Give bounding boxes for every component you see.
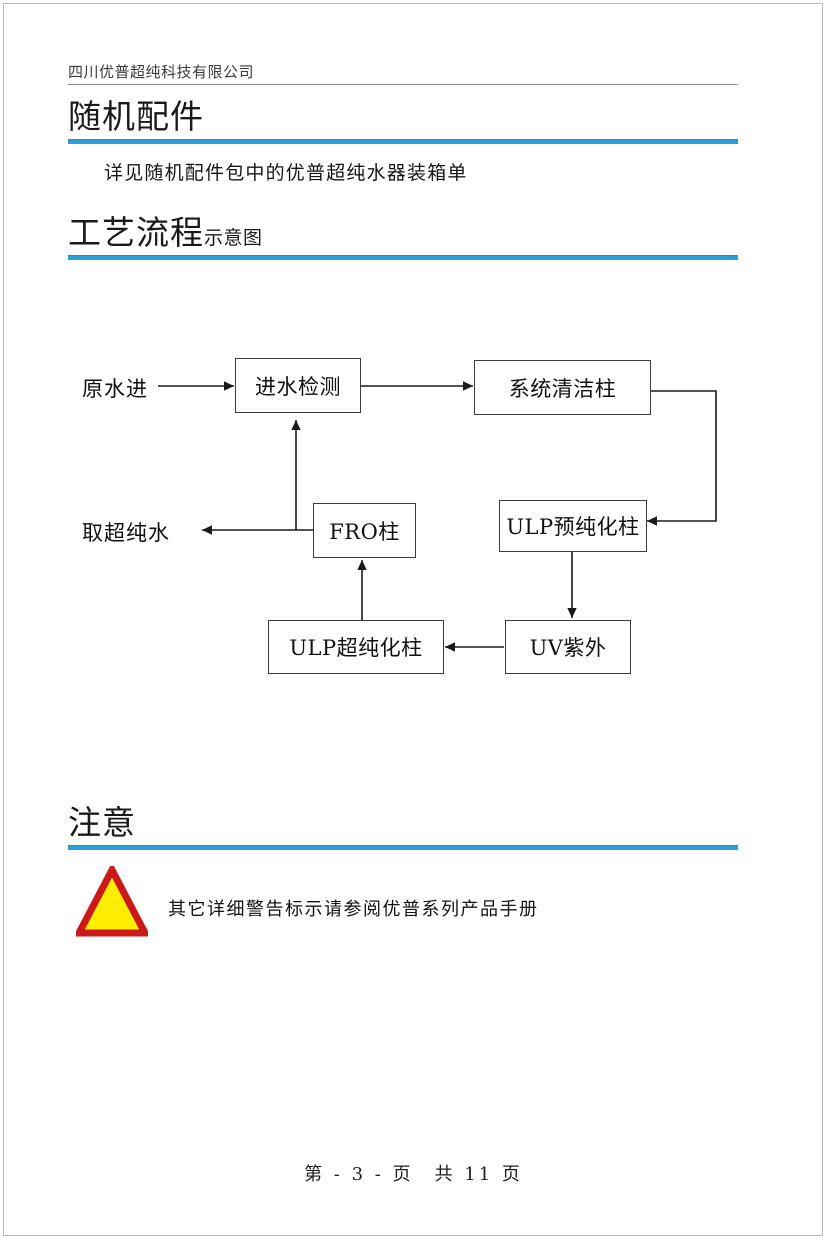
flow-node-fro-column: FRO柱 xyxy=(313,503,416,558)
section-accessories-body: 详见随机配件包中的优普超纯水器装箱单 xyxy=(104,162,468,184)
flow-node-inlet-detection: 进水检测 xyxy=(235,358,361,413)
section-process-flow: 工艺流程示意图 xyxy=(68,216,738,260)
section-process-flow-heading: 工艺流程示意图 xyxy=(68,216,738,249)
section-accessories-heading-main: 随机配件 xyxy=(68,97,204,136)
flow-node-uv-ultraviolet: UV紫外 xyxy=(505,620,631,674)
page-footer: 第 - 3 - 页 共 11 页 xyxy=(304,1164,523,1185)
warning-notice-text: 其它详细警告标示请参阅优普系列产品手册 xyxy=(168,899,539,920)
section-notice-heading: 注意 xyxy=(68,806,738,839)
warning-triangle-icon xyxy=(76,866,148,937)
flow-node-ulp-pre-purification-column: ULP预纯化柱 xyxy=(499,500,647,552)
section-notice-heading-main: 注意 xyxy=(68,803,136,842)
section-accessories-heading: 随机配件 xyxy=(68,100,738,133)
section-notice-thin-rule xyxy=(68,845,738,846)
section-process-flow-thin-rule xyxy=(68,255,738,256)
section-accessories: 随机配件 xyxy=(68,100,738,144)
flow-node-raw-water-in: 原水进 xyxy=(82,377,148,401)
section-process-flow-blue-rule xyxy=(68,256,738,260)
header-rule xyxy=(68,84,738,85)
document-header: 四川优普超纯科技有限公司 xyxy=(68,62,738,85)
section-process-flow-heading-sub: 示意图 xyxy=(204,227,263,249)
flow-node-ulp-ultra-purification-column: ULP超纯化柱 xyxy=(268,620,444,674)
section-notice-blue-rule xyxy=(68,846,738,850)
flow-node-system-clean-column: 系统清洁柱 xyxy=(474,360,651,415)
edge-system-clean-to-ulp-pre xyxy=(647,390,717,526)
section-accessories-blue-rule xyxy=(68,140,738,144)
section-accessories-thin-rule xyxy=(68,139,738,140)
company-name: 四川优普超纯科技有限公司 xyxy=(68,63,255,81)
flow-node-take-ultrapure-water: 取超纯水 xyxy=(82,521,170,545)
section-notice: 注意 xyxy=(68,806,738,850)
section-process-flow-heading-main: 工艺流程 xyxy=(68,213,204,252)
